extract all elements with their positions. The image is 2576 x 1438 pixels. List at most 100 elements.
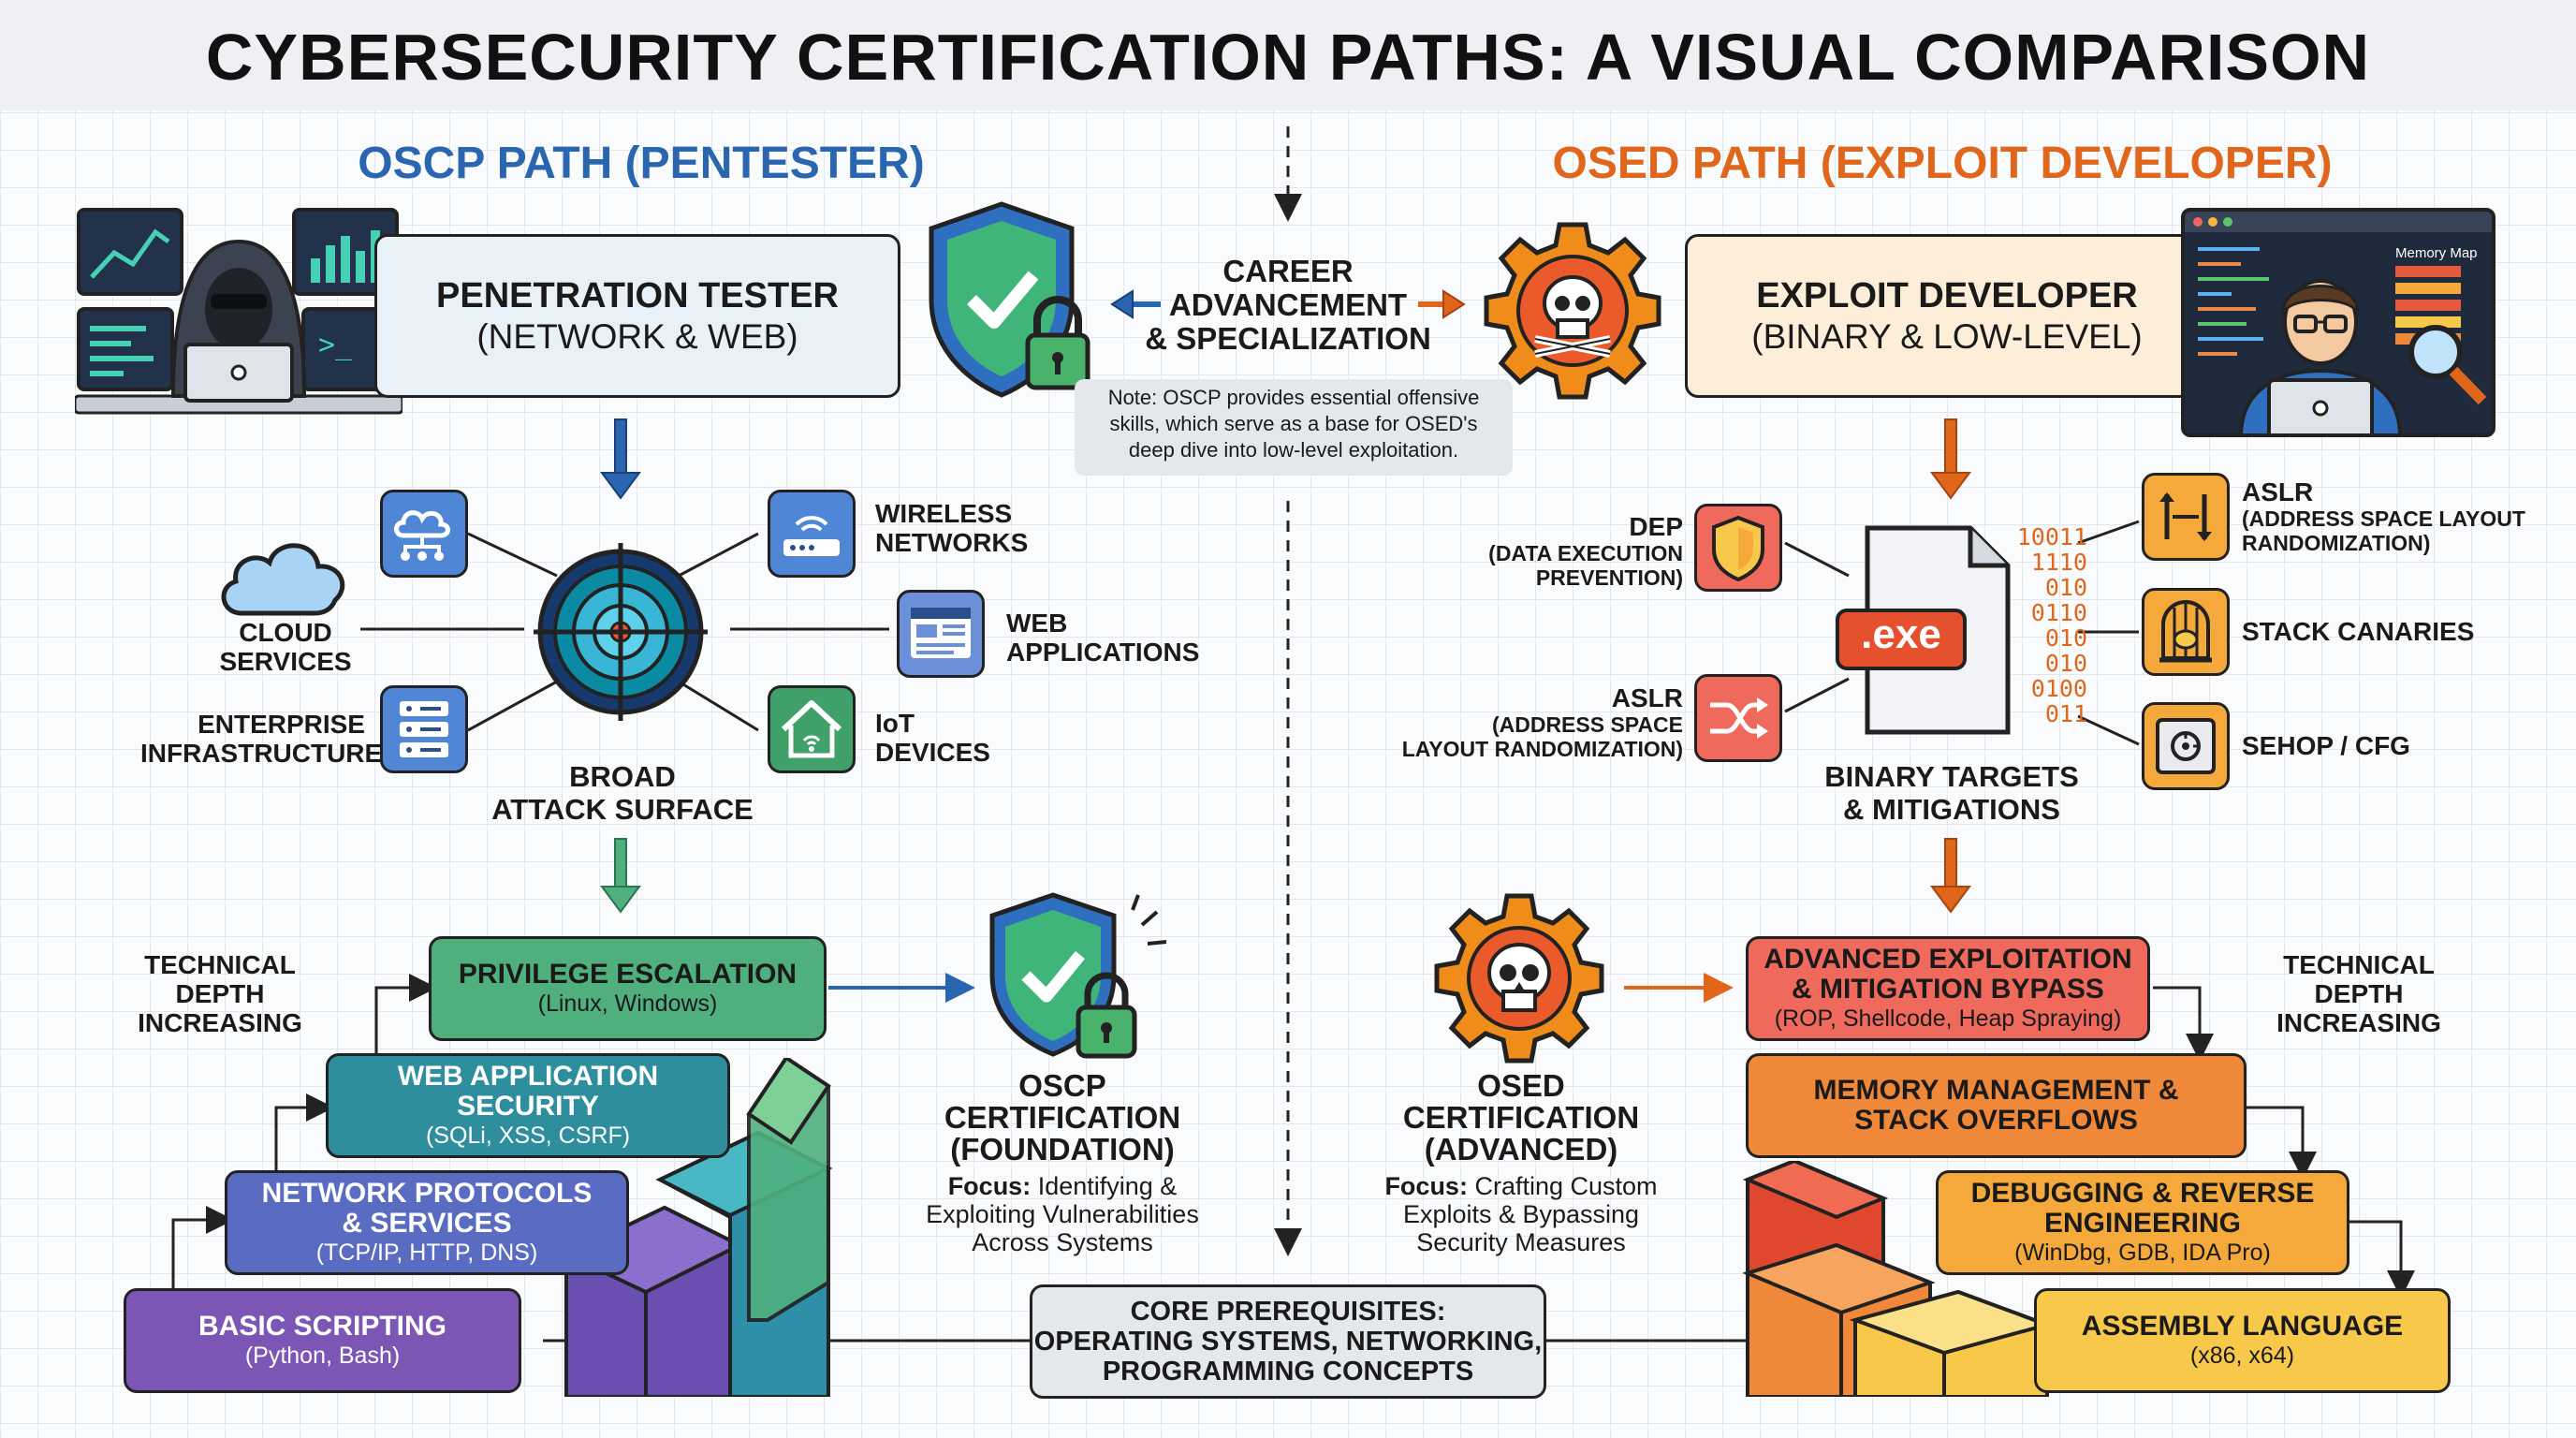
debugging-title-1: DEBUGGING & REVERSE	[1970, 1178, 2315, 1209]
osed-depth-line-1: TECHNICAL	[2283, 950, 2435, 979]
memory-management-title-1: MEMORY MANAGEMENT &	[1813, 1075, 2179, 1106]
privilege-escalation-step: PRIVILEGE ESCALATION (Linux, Windows)	[429, 936, 827, 1041]
binary-line-6: 010	[2044, 650, 2087, 677]
oscp-depth-line-2: DEPTH	[175, 979, 265, 1008]
sehop-cfg-label: SEHOP / CFG	[2242, 731, 2410, 760]
oscp-depth-line-3: INCREASING	[138, 1008, 302, 1037]
wireless-networks-label: WIRELESS NETWORKS	[875, 499, 1062, 557]
binary-line-4: 0110	[2030, 599, 2087, 626]
memory-management-title-2: STACK OVERFLOWS	[1854, 1105, 2138, 1136]
svg-text:>_: >_	[318, 329, 353, 361]
iot-tile	[768, 685, 856, 773]
osed-cert-line-1: OSED	[1477, 1068, 1565, 1103]
enterprise-label-line-2: INFRASTRUCTURE	[140, 739, 383, 768]
dep-title: DEP	[1629, 512, 1683, 541]
memory-management-step: MEMORY MANAGEMENT & STACK OVERFLOWS	[1746, 1053, 2247, 1158]
cloud-label-line-2: SERVICES	[219, 647, 352, 676]
career-line-3: & SPECIALIZATION	[1145, 321, 1431, 356]
career-line-2: ADVANCEMENT	[1168, 287, 1408, 322]
exploit-developer-card: EXPLOIT DEVELOPER (BINARY & LOW-LEVEL)	[1685, 234, 2209, 398]
wireless-label-line-1: WIRELESS	[875, 499, 1013, 528]
web-application-security-step: WEB APPLICATION SECURITY (SQLi, XSS, CSR…	[326, 1053, 730, 1158]
aslr-left-sub-2: LAYOUT RANDOMIZATION)	[1401, 737, 1683, 761]
aslr-left-sub-1: (ADDRESS SPACE	[1491, 712, 1683, 737]
osed-gear-skull-icon	[1434, 893, 1604, 1064]
skull-gear-icon	[1484, 222, 1661, 400]
binary-stream: 10011 1110 010 0110 010 010 0100 011	[2003, 524, 2087, 726]
core-line-2: OPERATING SYSTEMS, NETWORKING,	[1033, 1327, 1543, 1357]
sehop-cfg-tile	[2142, 702, 2230, 790]
safe-icon	[2156, 718, 2216, 774]
iot-label-line-2: DEVICES	[875, 738, 990, 767]
oscp-cert-shield-icon	[989, 892, 1167, 1059]
oscp-focus-line-2: Exploiting Vulnerabilities	[926, 1200, 1199, 1228]
aslr-right-label: ASLR (ADDRESS SPACE LAYOUT RANDOMIZATION…	[2242, 477, 2560, 555]
developer-illustration-art	[2193, 217, 2487, 433]
targets-line-2: & MITIGATIONS	[1843, 793, 2060, 826]
oscp-cert-line-3: (FOUNDATION)	[950, 1132, 1175, 1167]
basic-scripting-title: BASIC SCRIPTING	[198, 1311, 447, 1342]
stack-canaries-label: STACK CANARIES	[2242, 617, 2475, 646]
osed-focus-text: Focus: Crafting Custom Exploits & Bypass…	[1357, 1172, 1685, 1256]
network-protocols-step: NETWORK PROTOCOLS & SERVICES (TCP/IP, HT…	[225, 1170, 629, 1275]
web-app-security-sub: (SQLi, XSS, CSRF)	[425, 1123, 631, 1149]
osed-depth-line-3: INCREASING	[2276, 1008, 2441, 1037]
osed-certification-label: OSED CERTIFICATION (ADVANCED)	[1395, 1070, 1647, 1166]
assembly-language-step: ASSEMBLY LANGUAGE (x86, x64)	[2034, 1288, 2451, 1393]
oscp-blocks-illustration	[562, 1058, 833, 1397]
advanced-exploitation-step: ADVANCED EXPLOITATION & MITIGATION BYPAS…	[1746, 936, 2150, 1041]
iot-devices-label: IoT DEVICES	[875, 709, 1034, 767]
aslr-right-tile	[2142, 473, 2230, 561]
web-applications-label: WEB APPLICATIONS	[1006, 609, 1222, 667]
server-icon	[400, 701, 448, 757]
core-line-1: CORE PREREQUISITES:	[1130, 1297, 1446, 1327]
web-app-tile	[897, 590, 985, 678]
wireless-tile	[768, 490, 856, 578]
memory-map-label: Memory Map	[2395, 245, 2478, 261]
binary-line-2: 1110	[2030, 549, 2087, 576]
oscp-technical-depth-label: TECHNICAL DEPTH INCREASING	[122, 950, 318, 1037]
assembly-sub: (x86, x64)	[2189, 1343, 2295, 1369]
oscp-cert-line-1: OSCP	[1018, 1068, 1106, 1103]
oscp-certification-label: OSCP CERTIFICATION (FOUNDATION)	[936, 1070, 1189, 1166]
target-icon	[534, 543, 708, 721]
pentester-illustration: >_	[75, 208, 402, 415]
basic-scripting-sub: (Python, Bash)	[244, 1343, 401, 1369]
router-icon	[783, 516, 840, 556]
dep-sub-2: PREVENTION)	[1535, 565, 1683, 590]
core-prerequisites-box: CORE PREREQUISITES: OPERATING SYSTEMS, N…	[1030, 1284, 1546, 1399]
aslr-right-sub-1: (ADDRESS SPACE LAYOUT	[2242, 506, 2525, 531]
oscp-depth-line-1: TECHNICAL	[144, 950, 296, 979]
dep-label: DEP (DATA EXECUTION PREVENTION)	[1479, 512, 1683, 590]
osed-technical-depth-label: TECHNICAL DEPTH INCREASING	[2261, 950, 2457, 1037]
adv-exploitation-title-1: ADVANCED EXPLOITATION	[1764, 944, 2132, 975]
oscp-cert-line-2: CERTIFICATION	[944, 1100, 1181, 1135]
osed-path-heading: OSED PATH (EXPLOIT DEVELOPER)	[1552, 139, 2333, 188]
network-protocols-title-2: & SERVICES	[342, 1208, 512, 1239]
targets-line-1: BINARY TARGETS	[1824, 760, 2079, 793]
debugging-sub: (WinDbg, GDB, IDA Pro)	[2014, 1240, 2271, 1266]
web-app-security-title: WEB APPLICATION SECURITY	[397, 1061, 659, 1122]
browser-icon	[911, 608, 971, 658]
page-title: CYBERSECURITY CERTIFICATION PATHS: A VIS…	[205, 21, 2371, 94]
osed-focus-line-2: Exploits & Bypassing	[1402, 1200, 1640, 1228]
osed-role-subtitle: (BINARY & LOW-LEVEL)	[1751, 316, 2143, 356]
cloud-network-icon	[394, 510, 450, 561]
role-title: PENETRATION TESTER	[436, 275, 839, 315]
enterprise-server-tile	[380, 685, 468, 773]
dep-tile	[1694, 504, 1782, 592]
career-advancement-label: CAREER ADVANCEMENT & SPECIALIZATION	[1142, 255, 1434, 356]
cloud-services-label: CLOUD SERVICES	[187, 618, 384, 676]
debugging-reverse-step: DEBUGGING & REVERSE ENGINEERING (WinDbg,…	[1936, 1170, 2349, 1275]
role-subtitle: (NETWORK & WEB)	[476, 316, 798, 356]
binary-line-7: 0100	[2030, 675, 2087, 702]
network-protocols-title-1: NETWORK PROTOCOLS	[261, 1178, 593, 1209]
aslr-right-sub-2: RANDOMIZATION)	[2242, 531, 2431, 555]
wireless-label-line-2: NETWORKS	[875, 528, 1029, 557]
arrows-icon	[2159, 492, 2212, 541]
exe-label: .exe	[1861, 611, 1941, 657]
binary-line-8: 011	[2044, 700, 2087, 727]
exploit-developer-illustration: Memory Map	[2181, 208, 2496, 437]
home-icon	[781, 700, 842, 758]
